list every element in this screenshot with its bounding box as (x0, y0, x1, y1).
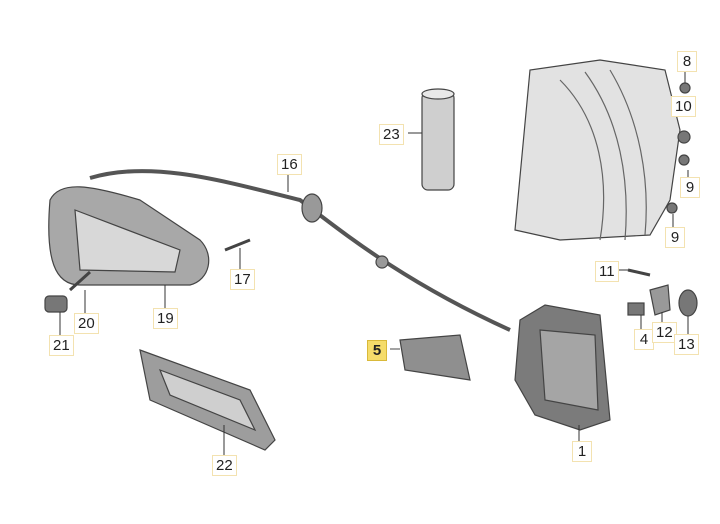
callout-1[interactable]: 1 (572, 441, 592, 462)
callout-17[interactable]: 17 (230, 269, 255, 290)
callout-22[interactable]: 22 (212, 455, 237, 476)
callout-16[interactable]: 16 (277, 154, 302, 175)
callout-20[interactable]: 20 (74, 313, 99, 334)
callout-12[interactable]: 12 (652, 322, 677, 343)
lock-lever (399, 334, 471, 381)
lubricant-can (421, 91, 455, 191)
callout-9[interactable]: 9 (680, 177, 700, 198)
callout-23[interactable]: 23 (379, 124, 404, 145)
callout-19[interactable]: 19 (153, 308, 178, 329)
release-cable (89, 168, 511, 332)
callout-9[interactable]: 9 (665, 227, 685, 248)
callout-8[interactable]: 8 (677, 51, 697, 72)
callout-5-highlighted[interactable]: 5 (367, 340, 387, 361)
door-panel (514, 59, 681, 241)
cap (44, 295, 68, 313)
callout-13[interactable]: 13 (674, 334, 699, 355)
callout-21[interactable]: 21 (49, 335, 74, 356)
callout-4[interactable]: 4 (634, 329, 654, 350)
callout-10[interactable]: 10 (671, 96, 696, 117)
callout-11[interactable]: 11 (595, 261, 619, 282)
